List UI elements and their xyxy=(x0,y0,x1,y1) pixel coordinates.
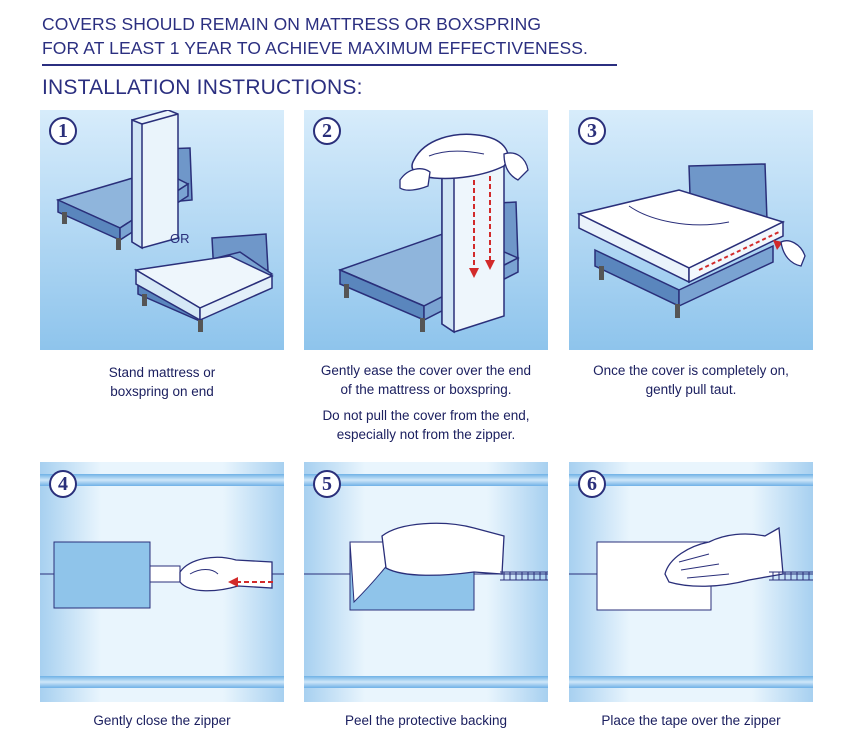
step-6-caption: Place the tape over the zipper xyxy=(569,711,813,730)
step-3-number: 3 xyxy=(578,117,606,145)
step-5-number: 5 xyxy=(313,470,341,498)
step-1-caption-line-2: boxspring on end xyxy=(110,384,214,399)
step-2-caption-line-1: Gently ease the cover over the end xyxy=(320,363,532,378)
step-2-caption: Gently ease the cover over the end of th… xyxy=(296,361,556,444)
step-4-caption: Gently close the zipper xyxy=(40,711,284,730)
step-2-note-line-2: especially not from the zipper. xyxy=(336,427,516,442)
step-5-illustration: 5 xyxy=(304,462,548,702)
step-5-caption-line-1: Peel the protective backing xyxy=(344,713,508,728)
or-label: OR xyxy=(170,231,190,246)
step-4-illustration: 4 xyxy=(40,462,284,702)
step-3-illustration: 3 xyxy=(569,110,813,350)
step-6-number: 6 xyxy=(578,470,606,498)
step-3-caption-line-1: Once the cover is completely on, xyxy=(593,363,789,378)
step-2-note-line-1: Do not pull the cover from the end, xyxy=(322,408,530,423)
section-title: INSTALLATION INSTRUCTIONS: xyxy=(42,76,363,99)
step-4-number: 4 xyxy=(49,470,77,498)
step-1-caption: Stand mattress or boxspring on end xyxy=(40,363,284,401)
step-1-illustration: OR 1 xyxy=(40,110,284,350)
header-line-2: FOR AT LEAST 1 YEAR TO ACHIEVE MAXIMUM E… xyxy=(42,38,588,58)
step-2-number: 2 xyxy=(313,117,341,145)
step-4-caption-line-1: Gently close the zipper xyxy=(93,713,231,728)
step-1-caption-line-1: Stand mattress or xyxy=(108,365,216,380)
step-6-caption-line-1: Place the tape over the zipper xyxy=(601,713,781,728)
step-3-caption-line-2: gently pull taut. xyxy=(645,382,737,397)
step-5-caption: Peel the protective backing xyxy=(304,711,548,730)
step-1-number: 1 xyxy=(49,117,77,145)
header-divider xyxy=(42,64,617,66)
step-3-caption: Once the cover is completely on, gently … xyxy=(561,361,821,399)
step-6-illustration: 6 xyxy=(569,462,813,702)
header-text: COVERS SHOULD REMAIN ON MATTRESS OR BOXS… xyxy=(42,12,617,60)
step-2-caption-line-2: of the mattress or boxspring. xyxy=(340,382,512,397)
header-line-1: COVERS SHOULD REMAIN ON MATTRESS OR BOXS… xyxy=(42,14,542,34)
step-2-illustration: 2 xyxy=(304,110,548,350)
